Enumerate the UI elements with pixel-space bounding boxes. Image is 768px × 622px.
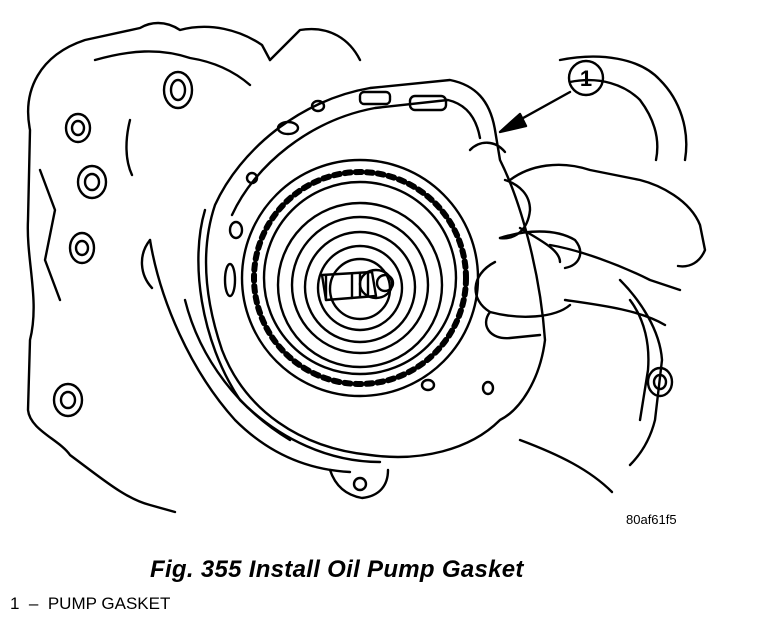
technician-hands	[468, 141, 707, 340]
legend-separator: –	[28, 594, 39, 613]
pump-gasket	[204, 78, 547, 459]
legend-number: 1	[10, 594, 20, 613]
input-shaft-rings	[276, 201, 444, 369]
legend-label: PUMP GASKET	[47, 594, 171, 613]
input-shaft	[320, 268, 395, 302]
figure-code: 80af61f5	[626, 512, 677, 527]
figure-caption: Fig. 355 Install Oil Pump Gasket	[150, 556, 524, 583]
pump-housing	[148, 208, 382, 474]
transmission-case	[26, 21, 688, 514]
case-bolt-bosses	[52, 70, 674, 418]
callout-1	[498, 59, 605, 134]
legend: 1 – PUMP GASKET	[10, 594, 170, 614]
pump-gasket-illustration: 1	[26, 21, 707, 514]
callout-1-number: 1	[580, 66, 592, 91]
